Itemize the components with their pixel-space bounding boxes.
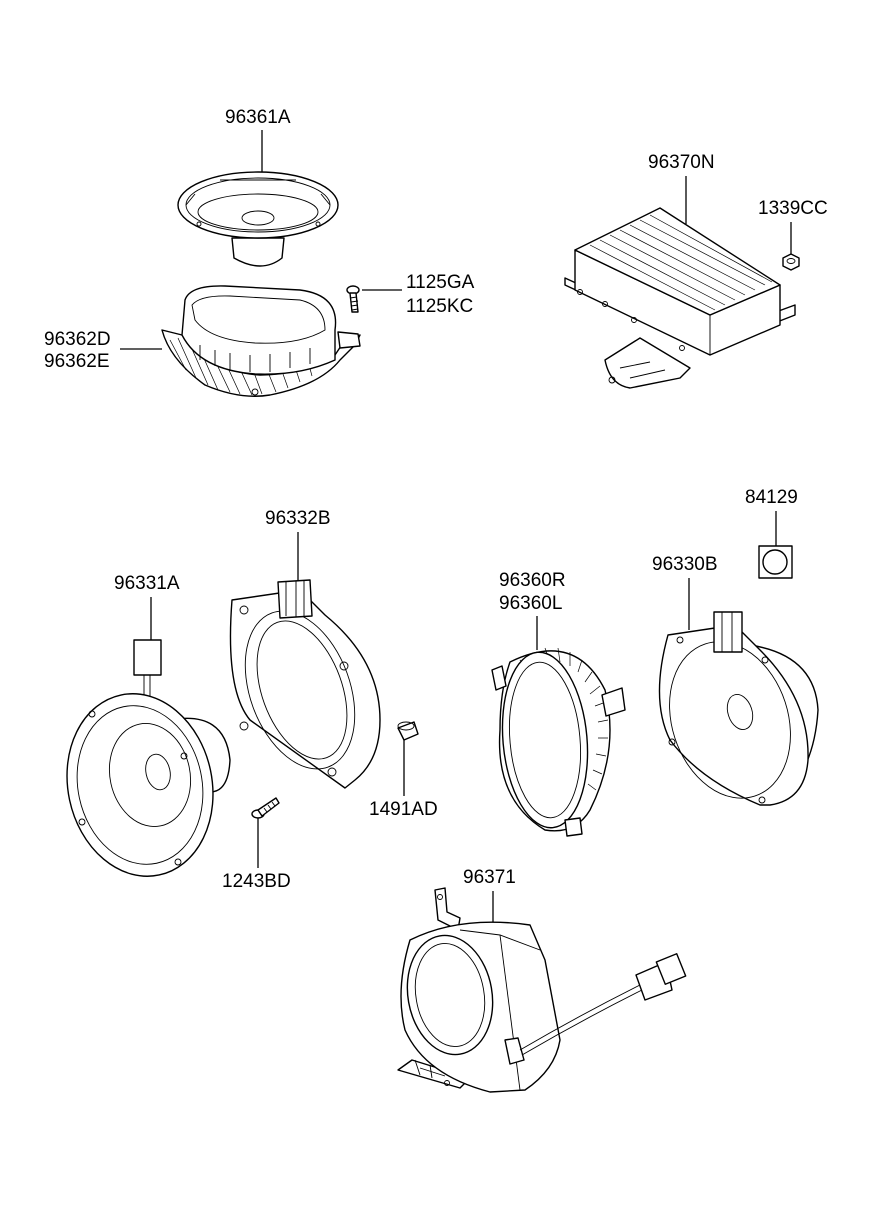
screw-1243BD (251, 797, 280, 819)
label-96360L: 96360L (499, 593, 562, 614)
label-1491AD: 1491AD (369, 799, 438, 820)
bracket-96332B (229, 579, 381, 789)
amplifier-96370N (564, 207, 796, 389)
clip-1491AD (397, 721, 419, 741)
speaker-96330B (658, 611, 819, 806)
screw-1125GA (346, 285, 360, 313)
subwoofer-96371 (397, 887, 687, 1093)
nut-1339CC (782, 253, 800, 271)
label-96370N: 96370N (648, 152, 715, 173)
label-96360R: 96360R (499, 570, 566, 591)
label-96332B: 96332B (265, 508, 331, 529)
label-1125GA: 1125GA (406, 272, 475, 293)
leader-lines (120, 130, 792, 925)
bracket-96362D (161, 285, 361, 397)
label-96330B: 96330B (652, 554, 718, 575)
label-96371: 96371 (463, 867, 516, 888)
label-96362D: 96362D (44, 329, 111, 350)
label-1125KC: 1125KC (406, 296, 473, 317)
label-84129: 84129 (745, 487, 798, 508)
speaker-96331A (66, 639, 231, 877)
label-96331A: 96331A (114, 573, 180, 594)
label-96362E: 96362E (44, 351, 110, 372)
label-1243BD: 1243BD (222, 871, 291, 892)
pad-84129 (758, 545, 793, 579)
label-96361A: 96361A (225, 107, 291, 128)
label-1339CC: 1339CC (758, 198, 828, 219)
speaker-96360R (491, 647, 626, 837)
speaker-96361A (177, 171, 339, 267)
